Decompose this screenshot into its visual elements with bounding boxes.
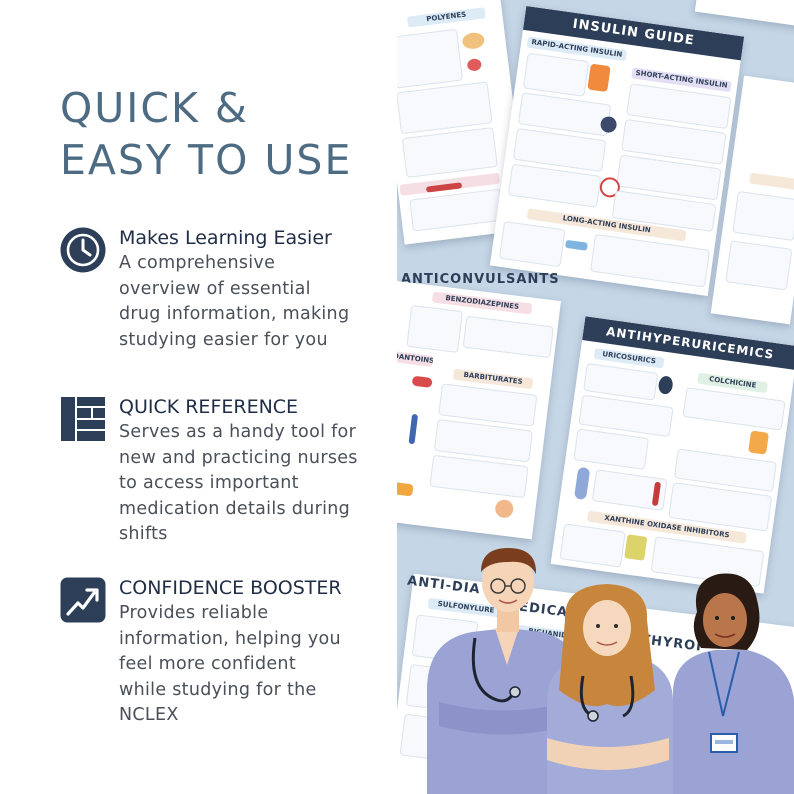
desc-line: while studying for the xyxy=(119,679,317,700)
feature-title: Makes Learning Easier xyxy=(119,227,332,249)
desc-line: Serves as a handy tool for xyxy=(119,422,357,442)
anticonvulsants-title: ANTICONVULSANTS xyxy=(401,272,560,287)
desc-line: medication details during xyxy=(119,498,351,519)
product-preview-panel: POLYENES INSULIN GUIDE RAPID-ACTING INSU… xyxy=(397,0,794,794)
hijab-nurse xyxy=(547,584,673,794)
feature-text: Makes Learning Easier A comprehensive ov… xyxy=(119,225,384,353)
feature-description: Provides reliable information, helping y… xyxy=(119,601,384,729)
trend-up-icon xyxy=(60,577,106,623)
desc-line: to access important xyxy=(119,473,299,493)
desc-line: information, helping you xyxy=(119,628,341,649)
desc-line: drug information, making xyxy=(119,304,350,324)
desc-line: feel more confident xyxy=(119,654,296,674)
headline-line-1: QUICK & xyxy=(60,84,249,132)
clock-icon xyxy=(60,227,106,273)
feature-title: QUICK REFERENCE xyxy=(119,396,299,418)
curly-hair-nurse xyxy=(673,573,794,794)
feature-description: A comprehensive overview of essential dr… xyxy=(119,251,384,353)
left-panel: QUICK & EASY TO USE Makes Learning Easie… xyxy=(60,82,384,729)
layout-grid-icon xyxy=(61,397,105,441)
headline: QUICK & EASY TO USE xyxy=(60,82,352,186)
desc-line: shifts xyxy=(119,524,168,544)
male-nurse xyxy=(427,548,585,794)
headline-line-2: EASY TO USE xyxy=(60,136,353,184)
desc-line: NCLEX xyxy=(119,705,179,725)
desc-line: A comprehensive xyxy=(119,253,276,273)
feature-title: CONFIDENCE BOOSTER xyxy=(119,577,342,599)
desc-line: new and practicing nurses xyxy=(119,447,358,468)
feature-description: Serves as a handy tool for new and pract… xyxy=(119,420,384,548)
feature-text: CONFIDENCE BOOSTER Provides reliable inf… xyxy=(119,575,384,729)
nurses-illustration xyxy=(427,548,794,794)
desc-line: overview of essential xyxy=(119,278,311,299)
feature-text: QUICK REFERENCE Serves as a handy tool f… xyxy=(119,394,384,548)
desc-line: studying easier for you xyxy=(119,329,328,350)
desc-line: Provides reliable xyxy=(119,603,269,623)
